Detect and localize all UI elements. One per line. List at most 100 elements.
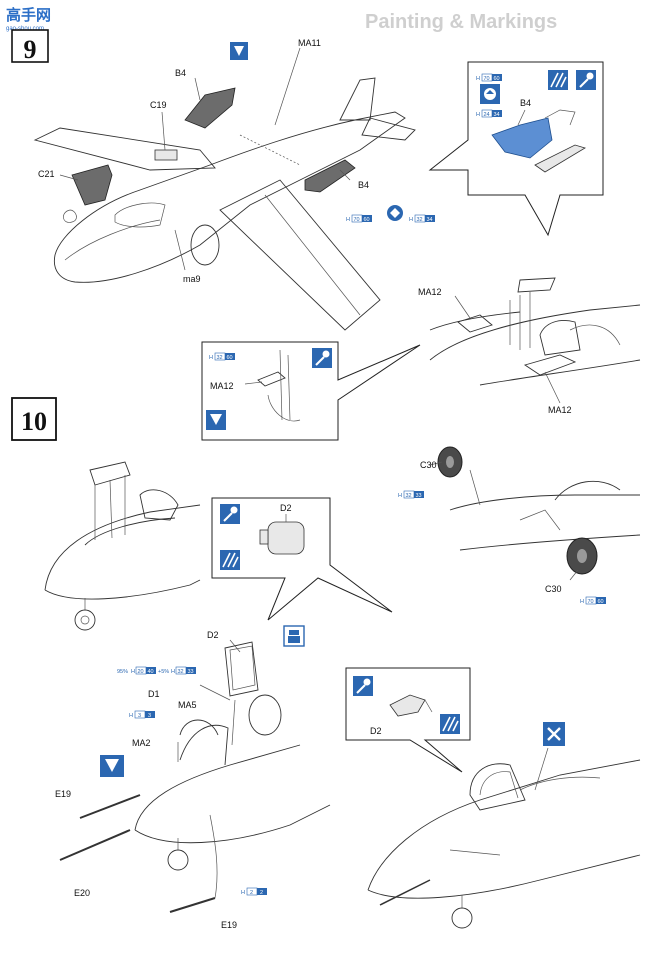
e19-probe-a <box>79 794 141 819</box>
svg-text:60: 60 <box>227 355 233 361</box>
label-b4-side: B4 <box>358 180 369 190</box>
ma12-assembly-view <box>429 277 641 404</box>
label-d2-lower: D2 <box>370 726 382 736</box>
paint-chip-h33-d1: H 3 3 <box>129 710 155 719</box>
svg-text:32: 32 <box>417 217 423 223</box>
label-c21: C21 <box>38 169 55 179</box>
paint-chip-h22-e19: H 2 2 <box>241 887 267 896</box>
paint-chip-h3260-ma12: H 32 60 <box>209 352 235 361</box>
e19-probe-b <box>169 897 216 913</box>
watermark-site: 高手网 <box>6 6 51 24</box>
inset-d2 <box>220 504 305 570</box>
step10-nose-view <box>44 461 201 631</box>
stripe-paint-icon <box>220 550 240 570</box>
label-ma5: MA5 <box>178 700 197 710</box>
callout-ma12 <box>201 341 421 441</box>
svg-text:H: H <box>346 217 350 223</box>
svg-text:32: 32 <box>217 355 223 361</box>
label-d1: D1 <box>148 689 160 699</box>
flip-icon <box>480 84 500 104</box>
d1-canopy <box>179 719 219 736</box>
label-e20: E20 <box>74 888 90 898</box>
svg-text:34: 34 <box>494 112 500 118</box>
svg-text:60: 60 <box>494 76 500 82</box>
label-b4-inset: B4 <box>520 98 531 108</box>
svg-text:33: 33 <box>188 669 194 675</box>
c19-part <box>154 149 178 161</box>
cement-icon <box>283 625 305 647</box>
glue-icon <box>100 755 124 777</box>
inset-b4: H 70 60 H 24 34 <box>476 70 596 173</box>
svg-text:2: 2 <box>260 890 263 896</box>
step-10-number: 10 <box>21 407 47 436</box>
e20-probe <box>59 829 131 861</box>
paint-brush-icon <box>312 348 332 368</box>
d2-canopy-lower <box>224 641 259 697</box>
paint-mix-line: 95% H 20 40 +5% H 32 33 <box>117 666 196 675</box>
b4-part <box>184 87 236 129</box>
svg-text:H: H <box>476 76 480 82</box>
svg-text:3: 3 <box>138 713 141 719</box>
paint-chip-h7060-main: H 70 60 <box>346 214 372 223</box>
svg-text:H: H <box>241 890 245 896</box>
svg-text:3: 3 <box>148 713 151 719</box>
label-d2-inset: D2 <box>280 503 292 513</box>
label-ma12-inset: MA12 <box>210 381 234 391</box>
label-ma9: ma9 <box>183 274 201 284</box>
svg-text:33: 33 <box>416 493 422 499</box>
svg-text:70: 70 <box>484 76 490 82</box>
label-ma12-a: MA12 <box>418 287 442 297</box>
inset-d2-lower <box>353 676 460 734</box>
svg-text:H: H <box>409 217 413 223</box>
svg-text:20: 20 <box>138 669 144 675</box>
paint-chip-h3234-main: H 32 34 <box>409 214 435 223</box>
label-b4-top: B4 <box>175 68 186 78</box>
paint-chip-h7060-c30: H 70 60 <box>580 596 606 605</box>
svg-text:H: H <box>209 355 213 361</box>
label-ma11: MA11 <box>298 38 321 48</box>
step9-aircraft <box>33 47 416 331</box>
paint-chip-h2434-inset: H 24 34 <box>476 109 502 118</box>
paint-chip-h7060-inset: H 70 60 <box>476 73 502 82</box>
svg-text:H: H <box>476 112 480 118</box>
b4-painted-part <box>491 117 553 159</box>
svg-text:2: 2 <box>250 890 253 896</box>
watermark: 高手网 gao-shou.com <box>2 2 82 32</box>
label-c30-a: C30 <box>420 460 437 470</box>
callout-d2-lower <box>345 667 471 773</box>
svg-text:60: 60 <box>364 217 370 223</box>
svg-text:24: 24 <box>484 112 490 118</box>
label-ma12-b: MA12 <box>548 405 572 415</box>
paint-chip-h3233-c30: H 32 33 <box>398 490 424 499</box>
paint-brush-icon <box>353 676 373 696</box>
label-e19-b: E19 <box>221 920 237 930</box>
watermark-url: gao-shou.com <box>6 26 44 32</box>
svg-text:32: 32 <box>178 669 184 675</box>
paint-brush-icon <box>576 70 596 90</box>
svg-text:32: 32 <box>406 493 412 499</box>
c21-part <box>71 164 113 206</box>
step10-cockpit-view <box>59 639 331 913</box>
step-9-number: 9 <box>24 35 37 64</box>
step-10-marker: 10 <box>11 397 57 441</box>
label-e19-a: E19 <box>55 789 71 799</box>
stripe-paint-icon <box>548 70 568 90</box>
paint-brush-icon <box>220 504 240 524</box>
lower-right-nose-view <box>367 747 641 929</box>
svg-text:H: H <box>131 669 135 675</box>
label-c30-b: C30 <box>545 584 562 594</box>
svg-text:40: 40 <box>148 669 154 675</box>
svg-text:H: H <box>129 713 133 719</box>
svg-text:H: H <box>580 599 584 605</box>
svg-text:34: 34 <box>427 217 433 223</box>
svg-text:H: H <box>171 669 175 675</box>
svg-text:70: 70 <box>354 217 360 223</box>
svg-text:+5%: +5% <box>158 669 169 675</box>
step-9-marker: 9 <box>11 29 49 64</box>
svg-text:70: 70 <box>588 599 594 605</box>
inset-ma12: H 32 60 <box>206 348 332 430</box>
glue-icon <box>206 410 226 430</box>
callout-d2 <box>211 497 393 621</box>
